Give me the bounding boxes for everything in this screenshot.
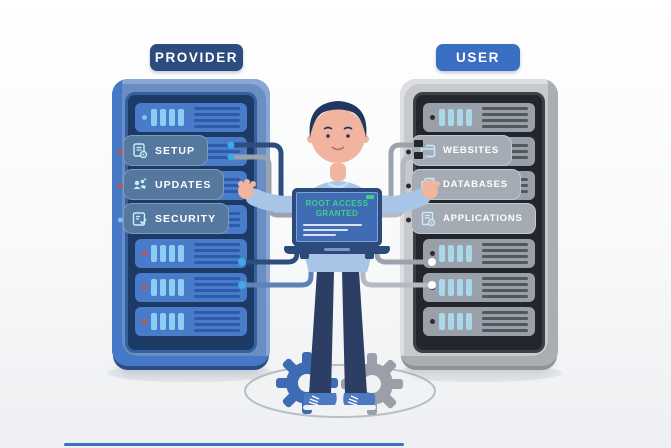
led-indicator [406,149,411,154]
hair [309,101,367,138]
legs [309,271,367,394]
provider-rack-panel: SETUP UPDATES [118,92,257,353]
cable-port-dot [428,258,436,266]
vent-lines [194,144,240,159]
led-indicator [142,115,147,120]
setup-document-gear-icon [133,142,148,158]
cable-connector-block [414,152,423,159]
application-gear-icon [421,211,436,226]
laptop: ROOT ACCESS GRANTED [284,188,390,259]
rack-item-applications-row: APPLICATIONS [406,203,536,234]
screen-status-dot [366,195,374,199]
led-indicator [142,251,147,256]
rack-item-updates-row: UPDATES [118,169,247,200]
rack-item-updates: UPDATES [123,169,225,200]
user-rack-shadow [394,364,562,382]
server-unit-row [423,307,535,336]
vent-lines [194,277,240,298]
vent-lines [482,107,528,128]
drive-bars [439,279,472,296]
rack-item-label: WEBSITES [443,145,500,156]
rack-item-setup-row: SETUP [118,135,247,166]
server-unit-row [423,273,535,302]
drive-bars [439,109,472,126]
rack-item-security: SECURITY [123,203,230,234]
vent-lines [482,243,528,264]
rack-item-databases-row: DATABASES [406,169,535,200]
rack-item-websites-row: WEBSITES [406,135,535,166]
led-indicator [430,319,435,324]
smile [331,146,345,151]
cable-connector-block [414,140,423,147]
server-unit-row [423,239,535,268]
rack-item-applications: APPLICATIONS [411,203,536,234]
server-unit-row [135,239,247,268]
shoes [303,393,376,410]
rack-item-setup: SETUP [123,135,209,166]
led-indicator [118,217,123,222]
user-rack: WEBSITES DATABASES [400,79,558,366]
drive-bars [151,245,184,262]
laptop-display: ROOT ACCESS GRANTED [296,192,378,242]
led-indicator [406,217,411,222]
led-indicator [142,285,147,290]
drive-bars [439,313,472,330]
server-unit-row [135,307,247,336]
rack-item-websites: WEBSITES [411,135,513,166]
vent-lines [482,311,528,332]
server-unit-row [135,273,247,302]
root-access-line1: ROOT ACCESS [305,199,369,208]
vent-lines [194,311,240,332]
user-rack-panel: WEBSITES DATABASES [406,92,545,353]
server-unit-row [423,103,535,132]
cable-port-dot [227,141,235,149]
cable-port-dot [227,153,235,161]
provider-rack: SETUP UPDATES [112,79,270,366]
terminal-lines [303,224,367,236]
head [307,101,369,181]
root-access-message: ROOT ACCESS GRANTED [297,199,377,220]
cable-user-top-2 [371,154,427,218]
left-hand [238,179,256,199]
rack-item-label: SECURITY [155,212,217,225]
rack-item-security-row: SECURITY [118,203,247,234]
bottom-accent-line [64,443,404,446]
rack-item-label: APPLICATIONS [443,213,523,224]
laptop-screen: ROOT ACCESS GRANTED [292,188,382,246]
vent-lines [194,107,240,128]
laptop-base [284,246,390,259]
led-indicator [406,183,411,188]
rack-item-label: SETUP [155,144,196,157]
root-access-line2: GRANTED [315,209,359,219]
led-indicator [118,149,123,154]
security-checklist-icon [132,211,147,226]
rack-item-label: DATABASES [443,179,508,190]
provider-badge: PROVIDER [150,44,243,71]
right-hand [422,179,440,199]
drive-bars [151,109,184,126]
trackpad [324,248,350,251]
led-indicator [430,251,435,256]
drive-bars [151,313,184,330]
led-indicator [142,319,147,324]
user-badge: USER [436,44,520,71]
led-indicator [118,183,123,188]
cable-port-dot [238,258,246,266]
vent-lines [482,277,528,298]
cable-user-bottom-2 [360,247,435,288]
drive-bars [151,279,184,296]
cable-provider-bottom-2 [239,247,314,288]
server-unit-row [135,103,247,132]
vent-lines [194,243,240,264]
rack-item-label: UPDATES [155,178,212,191]
cable-port-dot [238,281,246,289]
provider-rack-shadow [107,364,275,382]
cable-provider-top-2 [231,154,308,218]
cable-port-dot [428,281,436,289]
team-icon [133,177,147,189]
drive-bars [439,245,472,262]
led-indicator [430,115,435,120]
